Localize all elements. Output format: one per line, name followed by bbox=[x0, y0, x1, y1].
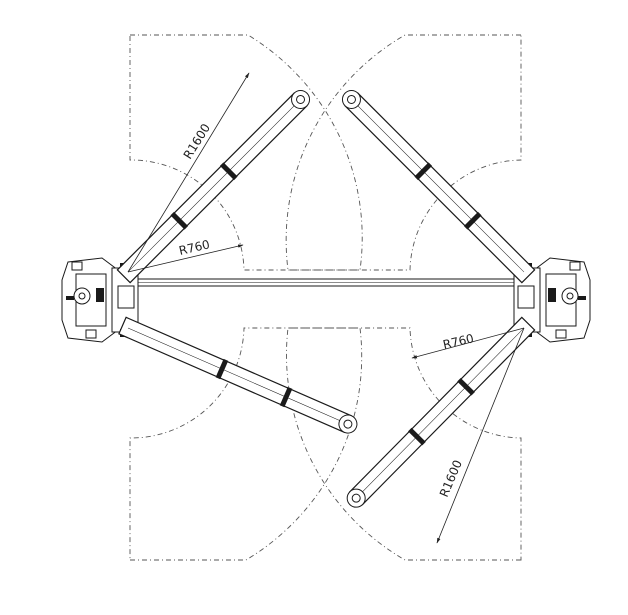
dimension-label-r1600-top: R1600 bbox=[181, 121, 213, 161]
dimension-r760-bottom: R760 bbox=[411, 327, 525, 359]
swing-envelope-bottom-right bbox=[286, 327, 522, 561]
arm-bottom-right bbox=[346, 316, 536, 508]
left-post bbox=[61, 257, 139, 343]
arm-top-left bbox=[116, 89, 311, 284]
arm-bottom-left bbox=[118, 316, 358, 434]
crossbar bbox=[134, 278, 519, 287]
arm-top-right bbox=[341, 89, 536, 284]
dimension-label-r760-bottom: R760 bbox=[442, 331, 476, 352]
swing-envelope-top-left bbox=[129, 34, 363, 271]
swing-envelope-bottom-left bbox=[129, 327, 363, 561]
dimension-r760-top: R760 bbox=[127, 237, 244, 273]
dimension-label-r760-top: R760 bbox=[178, 237, 212, 258]
dimension-label-r1600-bottom: R1600 bbox=[437, 458, 465, 499]
swing-envelope-top-right bbox=[285, 34, 522, 271]
